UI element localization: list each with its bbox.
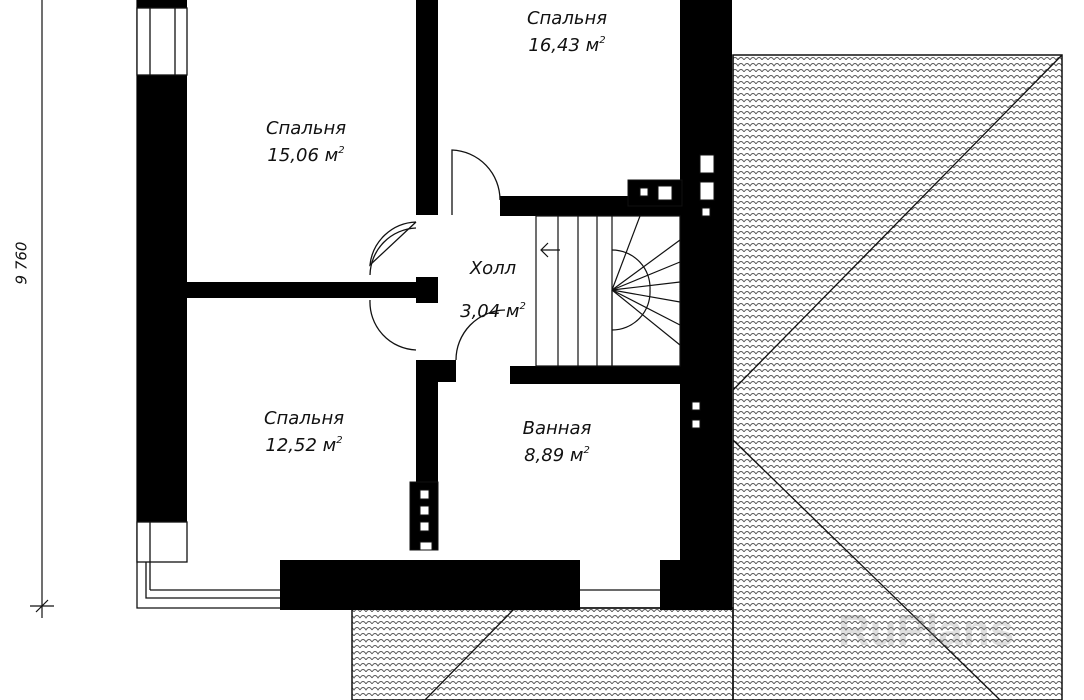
room-area: 16,43 м [528, 35, 600, 56]
unit-superscript: 2 [336, 435, 343, 446]
room-name: Спальня [265, 118, 347, 139]
roof-right [732, 54, 1063, 700]
unit-superscript: 2 [599, 35, 606, 46]
unit-superscript: 2 [583, 445, 590, 456]
dimension-line [30, 0, 54, 618]
room-area: 15,06 м [267, 145, 339, 166]
room-name: Спальня [263, 408, 345, 429]
room-label-bedroom-left-bottom: Спальня 12,52 м2 [264, 408, 344, 457]
watermark-logo: RuPlans [838, 606, 1015, 655]
doors [369, 149, 506, 361]
room-area: 8,89 м [524, 445, 584, 466]
unit-superscript: 2 [338, 145, 345, 156]
room-name: Спальня [526, 8, 608, 29]
room-name: Холл [469, 258, 517, 279]
room-label-bedroom-top: Спальня 16,43 м2 [527, 8, 607, 57]
room-area: 3,04 м [460, 301, 520, 322]
staircase [535, 215, 681, 367]
room-label-bedroom-left-top: Спальня 15,06 м2 [266, 118, 346, 167]
roof-bottom [351, 607, 734, 700]
room-label-hall: Холл 3,04 м2 [460, 250, 526, 331]
room-name: Ванная [522, 418, 592, 439]
vent-marks [409, 154, 715, 551]
room-label-bathroom: Ванная 8,89 м2 [523, 418, 592, 467]
room-area: 12,52 м [265, 435, 337, 456]
dimension-label: 9 760 [12, 241, 31, 285]
unit-superscript: 2 [519, 301, 526, 312]
windows-left [136, 7, 188, 563]
